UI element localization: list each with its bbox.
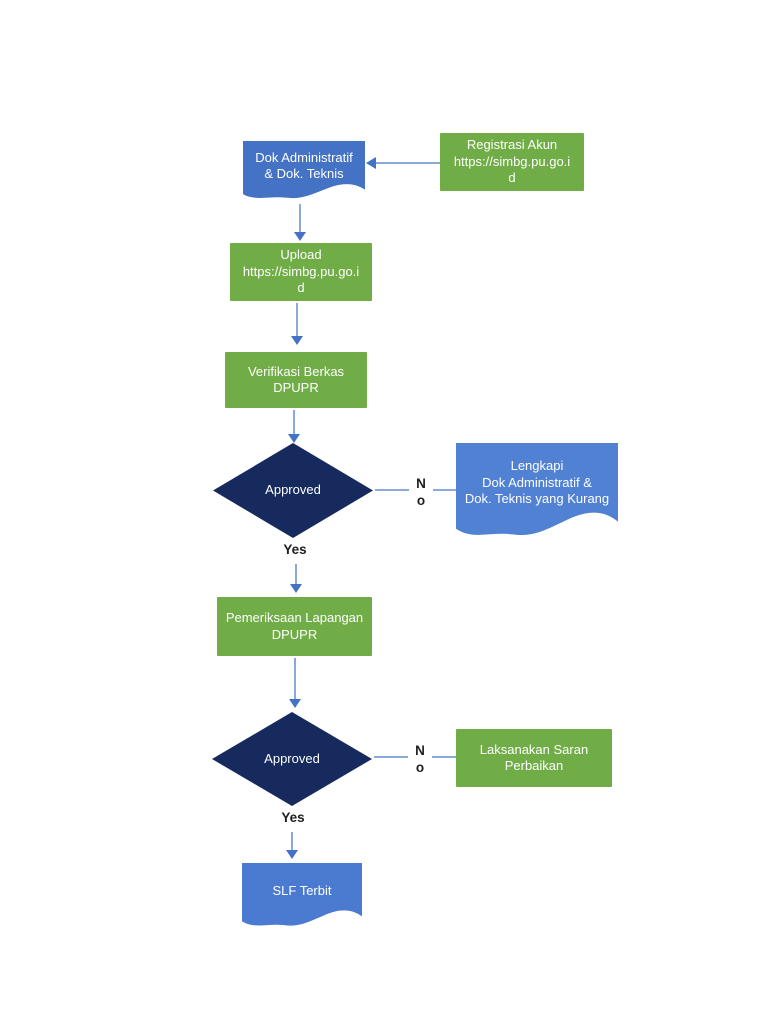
connector-line (293, 410, 295, 434)
node-slf-terbit: SLF Terbit (242, 863, 362, 931)
node-registrasi-akun: Registrasi Akun https://simbg.pu.go.i d (440, 133, 584, 191)
document-shape-icon (243, 141, 365, 199)
node-pemeriksaan-lapangan: Pemeriksaan Lapangan DPUPR (217, 597, 372, 656)
node-label: Pemeriksaan Lapangan DPUPR (225, 610, 364, 642)
node-label: Verifikasi Berkas DPUPR (247, 363, 345, 396)
node-label: Upload https://simbg.pu.go.i d (242, 247, 360, 296)
node-dok-administratif: Dok Administratif & Dok. Teknis (243, 141, 365, 203)
edge-label-yes-2: Yes (271, 810, 315, 827)
edge-label-yes-1: Yes (273, 542, 317, 559)
document-shape-icon (456, 443, 618, 536)
arrowhead-down-icon (294, 232, 306, 241)
edge-label-no-2: No (408, 742, 432, 778)
arrowhead-down-icon (288, 434, 300, 443)
node-lengkapi-dokumen: Lengkapi Dok Administratif & Dok. Teknis… (456, 443, 618, 543)
arrowhead-left-icon (366, 157, 376, 169)
connector-line (291, 832, 293, 851)
arrowhead-down-icon (286, 850, 298, 859)
node-verifikasi-berkas: Verifikasi Berkas DPUPR (225, 352, 367, 408)
diamond-shape-icon (212, 712, 372, 806)
node-upload: Upload https://simbg.pu.go.i d (230, 243, 372, 301)
arrowhead-down-icon (291, 336, 303, 345)
node-label: Laksanakan Saran Perbaikan (479, 741, 589, 774)
node-approved-1: Approved (213, 443, 373, 538)
connector-line (294, 658, 296, 699)
connector-line (299, 204, 301, 233)
diamond-shape-icon (213, 443, 373, 538)
connector-line (295, 564, 297, 585)
arrowhead-down-icon (289, 699, 301, 708)
node-laksanakan-saran: Laksanakan Saran Perbaikan (456, 729, 612, 787)
node-approved-2: Approved (212, 712, 372, 806)
connector-line (375, 162, 440, 164)
node-label: Registrasi Akun https://simbg.pu.go.i d (453, 137, 571, 186)
arrowhead-down-icon (290, 584, 302, 593)
document-shape-icon (242, 863, 362, 926)
connector-line (296, 303, 298, 336)
edge-label-no-1: No (409, 475, 433, 511)
